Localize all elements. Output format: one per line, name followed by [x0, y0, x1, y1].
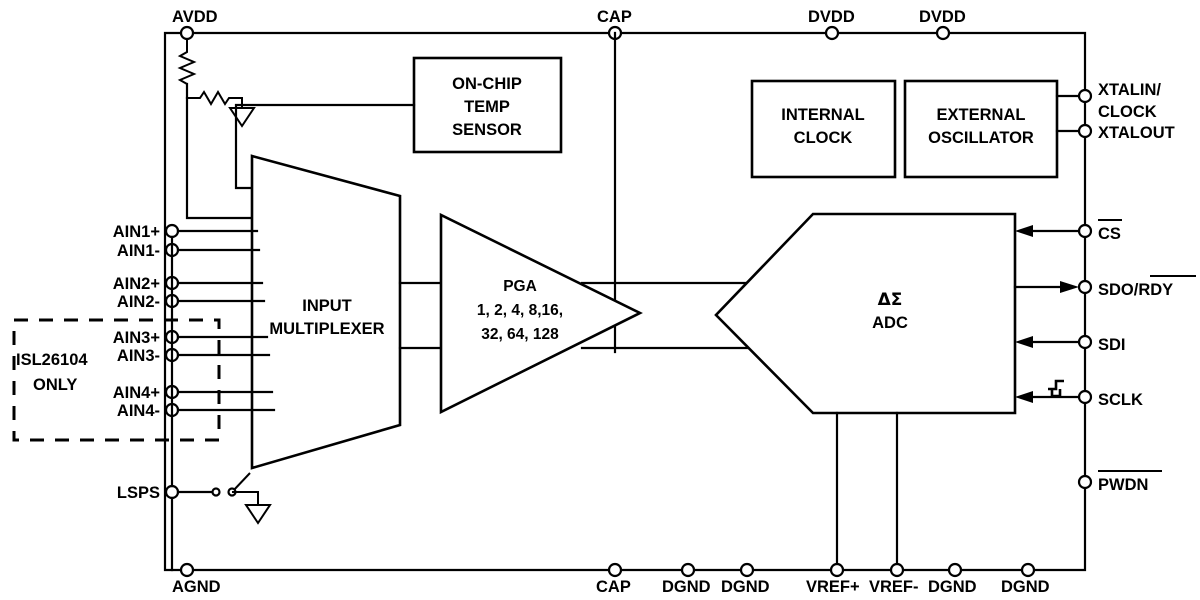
- pin-pwdn[interactable]: [1077, 474, 1093, 490]
- internal-clock-block: INTERNAL CLOCK: [750, 79, 897, 179]
- pin-label-sclk: SCLK: [1098, 391, 1143, 409]
- variant-only-annotation: ISL26104 ONLY: [12, 318, 221, 442]
- pin-cs[interactable]: [1077, 223, 1093, 239]
- pin-label-sdi: SDI: [1098, 336, 1126, 354]
- temp-sensor-box: [412, 56, 563, 154]
- temp-sensor-label-2: TEMP: [464, 98, 510, 116]
- pin-label-pwdn: PWDN: [1098, 476, 1148, 494]
- pin-label-vrefn: VREF-: [869, 578, 919, 596]
- right-pin-group: XTALIN/ CLOCK XTALOUT CS SDO/RDY SDI SCL…: [1013, 81, 1196, 494]
- pin-ain1p[interactable]: [164, 223, 180, 239]
- pga-label-3: 32, 64, 128: [481, 326, 559, 343]
- pga-label-1: PGA: [503, 278, 537, 295]
- pin-label-vrefp: VREF+: [806, 578, 860, 596]
- pin-sclk[interactable]: [1077, 389, 1093, 405]
- avdd-bias-network: [177, 39, 256, 220]
- pin-label-dgnd-4: DGND: [1001, 578, 1050, 596]
- pin-dgnd-2[interactable]: [739, 562, 755, 578]
- adc-shape: [714, 212, 1017, 415]
- external-oscillator-label-1: EXTERNAL: [937, 106, 1026, 124]
- pin-label-ain3p: AIN3+: [113, 329, 160, 347]
- pga-block: PGA 1, 2, 4, 8,16, 32, 64, 128: [439, 212, 757, 415]
- arrowhead-sclk: [1015, 391, 1033, 403]
- pin-label-avdd: AVDD: [172, 8, 218, 26]
- pin-sdo-rdy[interactable]: [1077, 279, 1093, 295]
- arrowhead-sdo: [1060, 281, 1079, 293]
- input-multiplexer-block: INPUT MULTIPLEXER: [250, 154, 443, 470]
- bottom-pin-group: AGND CAP DGND DGND VREF+ VREF- DGND DGND: [172, 562, 1050, 596]
- pin-xtalout[interactable]: [1077, 123, 1093, 139]
- switch-contact-left: [211, 487, 221, 497]
- arrowhead-sdi: [1015, 336, 1033, 348]
- pin-vrefp[interactable]: [829, 562, 845, 578]
- pin-label-dvdd-1: DVDD: [808, 8, 855, 26]
- pga-label-2: 1, 2, 4, 8,16,: [477, 302, 563, 319]
- pin-label-dgnd-1: DGND: [662, 578, 711, 596]
- pin-label-ain2n: AIN2-: [117, 293, 160, 311]
- pin-label-ain1p: AIN1+: [113, 223, 160, 241]
- ground-symbol-avdd: [228, 107, 256, 128]
- pin-label-lsps: LSPS: [117, 484, 160, 502]
- variant-note-line-1: ISL26104: [16, 351, 88, 369]
- pin-dgnd-4[interactable]: [1020, 562, 1036, 578]
- pin-vrefn[interactable]: [889, 562, 905, 578]
- adc-label-2: ADC: [872, 314, 908, 332]
- external-oscillator-box: [903, 79, 1059, 179]
- internal-clock-label-1: INTERNAL: [781, 106, 864, 124]
- pin-label-dgnd-3: DGND: [928, 578, 977, 596]
- delta-sigma-adc-block: ΔΣ ADC: [714, 212, 1017, 572]
- pin-label-sdo-rdy: SDO/RDY: [1098, 281, 1173, 299]
- pin-sdi[interactable]: [1077, 334, 1093, 350]
- pin-label-agnd: AGND: [172, 578, 221, 596]
- top-pin-group: AVDD CAP DVDD DVDD: [172, 8, 966, 354]
- pin-dvdd-2[interactable]: [935, 25, 951, 41]
- input-multiplexer-shape: [250, 154, 402, 470]
- pin-agnd[interactable]: [179, 562, 195, 578]
- pin-avdd[interactable]: [179, 25, 195, 41]
- on-chip-temp-sensor-block: ON-CHIP TEMP SENSOR: [234, 56, 563, 190]
- pin-dgnd-1[interactable]: [680, 562, 696, 578]
- internal-clock-label-2: CLOCK: [794, 129, 853, 147]
- pin-cap-bottom[interactable]: [607, 562, 623, 578]
- pin-label-ain2p: AIN2+: [113, 275, 160, 293]
- pin-lsps[interactable]: [164, 484, 180, 500]
- pin-dvdd-1[interactable]: [824, 25, 840, 41]
- variant-note-line-2: ONLY: [33, 376, 77, 394]
- pin-label-cap-top: CAP: [597, 8, 632, 26]
- pin-label-dvdd-2: DVDD: [919, 8, 966, 26]
- external-oscillator-block: EXTERNAL OSCILLATOR: [903, 79, 1087, 179]
- pin-label-cs: CS: [1098, 225, 1121, 243]
- pin-label-ain1n: AIN1-: [117, 242, 160, 260]
- pin-label-cap-bottom: CAP: [596, 578, 631, 596]
- pin-label-xtalin: XTALIN/: [1098, 81, 1161, 99]
- adc-label-symbol: ΔΣ: [878, 290, 903, 310]
- pga-shape: [439, 212, 643, 415]
- input-multiplexer-label-2: MULTIPLEXER: [269, 320, 384, 338]
- pin-label-ain4p: AIN4+: [113, 384, 160, 402]
- pin-label-ain3n: AIN3-: [117, 347, 160, 365]
- temp-sensor-label-1: ON-CHIP: [452, 75, 522, 93]
- input-multiplexer-label-1: INPUT: [302, 297, 352, 315]
- external-oscillator-label-2: OSCILLATOR: [928, 129, 1034, 147]
- pin-xtalin-clock[interactable]: [1077, 88, 1093, 104]
- internal-clock-box: [750, 79, 897, 179]
- lsps-switch-group: LSPS: [117, 235, 272, 572]
- pin-label-ain4n: AIN4-: [117, 402, 160, 420]
- pin-label-xtalout: XTALOUT: [1098, 124, 1175, 142]
- pin-label-clock: CLOCK: [1098, 103, 1157, 121]
- schmitt-trigger-icon: [1048, 379, 1064, 398]
- pin-dgnd-3[interactable]: [947, 562, 963, 578]
- ground-symbol-lsps: [244, 504, 272, 525]
- arrowhead-cs: [1015, 225, 1033, 237]
- temp-sensor-label-3: SENSOR: [452, 121, 522, 139]
- pin-label-dgnd-2: DGND: [721, 578, 770, 596]
